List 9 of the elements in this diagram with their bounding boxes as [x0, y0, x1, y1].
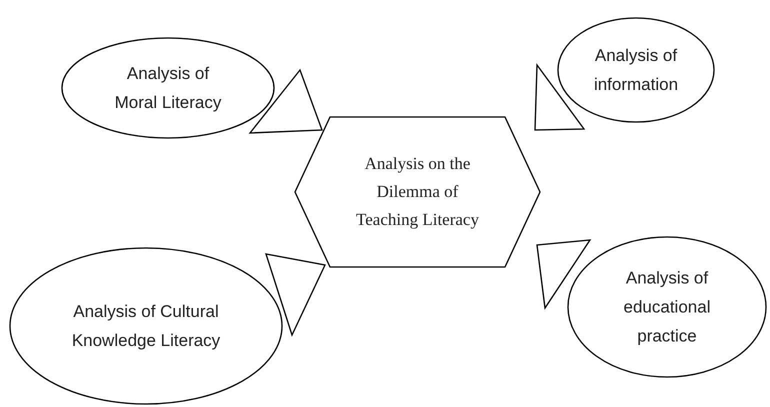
triangle-arrow — [248, 68, 323, 134]
node-label: Analysis of information — [592, 45, 680, 96]
node-label: Analysis of educational practice — [622, 268, 712, 348]
triangle-arrow — [536, 239, 592, 310]
node-label: Analysis of Moral Literacy — [114, 63, 222, 114]
node-label: Analysis on the Dilemma of Teaching Literacy — [355, 153, 480, 231]
node-label: Analysis of Cultural Knowledge Literacy — [70, 301, 222, 352]
triangle-arrow — [265, 253, 326, 337]
triangle-arrow — [534, 63, 586, 131]
